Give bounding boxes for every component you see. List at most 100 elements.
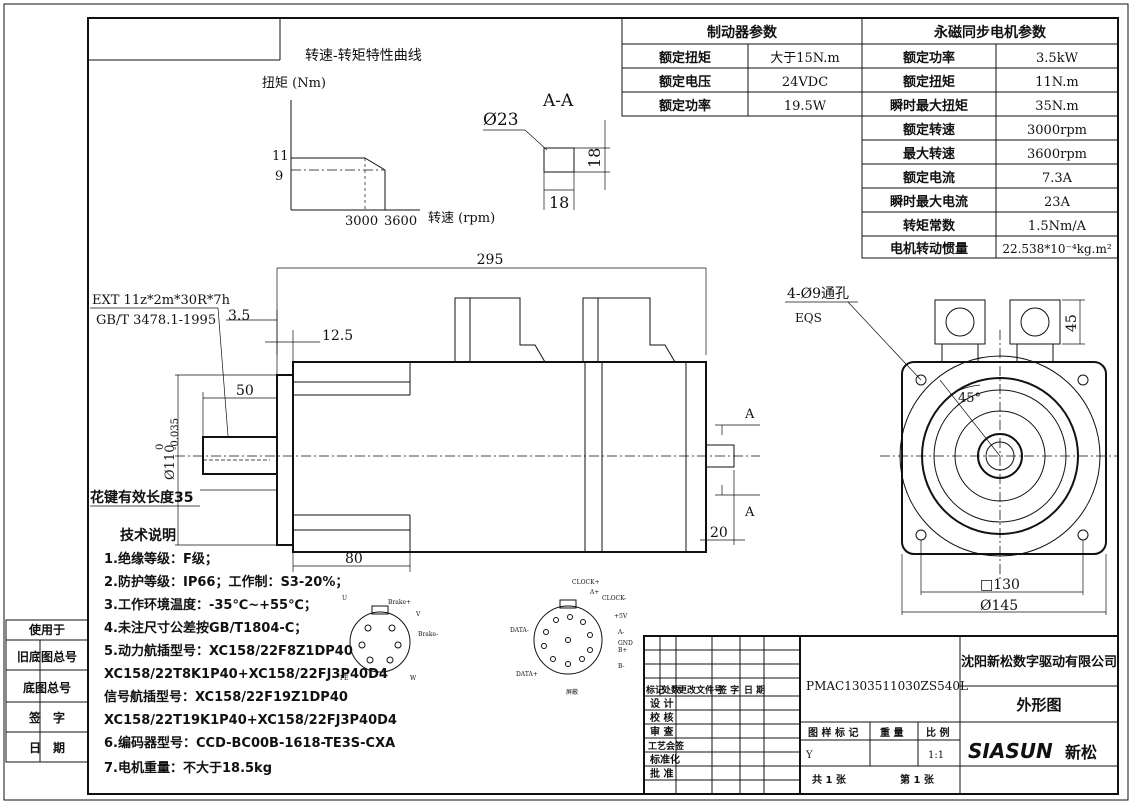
motor-front-view: 45° 45 4-Ø9通孔 EQS □130 Ø145 xyxy=(785,286,1118,615)
flange xyxy=(276,374,294,546)
section-dim-w: 18 xyxy=(549,193,569,212)
pin-label: A- xyxy=(617,629,624,636)
pin-label: A+ xyxy=(589,589,599,596)
tb-scale-label: 比 例 xyxy=(926,726,949,739)
drawing-name: 外形图 xyxy=(1015,696,1061,714)
pin-label: V xyxy=(415,611,421,618)
sheet-inner-border xyxy=(87,17,1119,795)
tb-header: 更改文件号 xyxy=(678,684,723,696)
pin-label: B+ xyxy=(618,647,627,654)
dim-tol-bot: -0.035 xyxy=(170,418,181,450)
stamp-label: 使用于 xyxy=(28,622,65,637)
pin-label: Brake+ xyxy=(388,599,411,606)
mount-hole xyxy=(915,529,927,541)
tb-role: 校 核 xyxy=(650,711,673,724)
note-item: 2.防护等级：IP66；工作制：S3-20%； xyxy=(104,574,348,590)
section-a-a: A-A Ø23 18 18 xyxy=(483,91,610,212)
drawing-number: PMAC1303511030ZS540L xyxy=(806,679,968,693)
dim-3-5: 3.5 xyxy=(228,308,250,324)
dim-20: 20 xyxy=(710,525,728,541)
dim-50: 50 xyxy=(236,383,254,399)
brake-row-label: 额定电压 xyxy=(659,74,711,90)
motor-row-label: 额定功率 xyxy=(903,50,955,66)
dim-12-5: 12.5 xyxy=(322,328,353,344)
motor-row-label: 电机转动惯量 xyxy=(890,241,968,257)
pin xyxy=(567,614,573,620)
signal-connector-side xyxy=(582,297,676,363)
logo-text: SIASUN xyxy=(968,739,1053,763)
dim-length: 295 xyxy=(477,252,504,268)
stamp-label: 签 字 xyxy=(28,710,65,725)
tb-role: 标准化 xyxy=(649,753,680,766)
motor-row-value: 35N.m xyxy=(1035,99,1079,114)
pin-label: W xyxy=(410,675,417,682)
speed-torque-curve: 转速-转矩特性曲线 扭矩 (Nm) 11 9 3000 3600 转速 (rpm… xyxy=(88,18,495,229)
curve-title: 转速-转矩特性曲线 xyxy=(305,48,422,64)
curve-xlabel: 转速 (rpm) xyxy=(428,211,495,226)
pin xyxy=(565,637,571,643)
siasun-logo: SIASUN 新松 xyxy=(968,739,1097,763)
pin xyxy=(366,656,374,664)
note-item: 5.动力航插型号：XC158/22F8Z1DP40 xyxy=(104,643,353,659)
section-hatch xyxy=(543,147,575,173)
tb-sheet-no: 第 1 张 xyxy=(900,773,935,786)
motor-row-label: 额定电流 xyxy=(903,170,955,186)
stamp-label: 日 期 xyxy=(29,740,65,755)
tech-notes: 技术说明 1.绝缘等级：F级； 2.防护等级：IP66；工作制：S3-20%； … xyxy=(104,527,397,776)
motor-row-value: 23A xyxy=(1044,195,1071,210)
dim-tol-top: 0 xyxy=(155,444,166,450)
pin xyxy=(550,656,556,662)
pin-label: CLOCK- xyxy=(602,595,626,602)
pin xyxy=(386,656,394,664)
note-item: XC158/22T19K1P40+XC158/22FJ3P40D4 xyxy=(104,713,397,728)
pin-label: GND xyxy=(618,640,633,647)
pin-label: CLOCK+ xyxy=(572,579,600,586)
pin-label: DATA+ xyxy=(516,671,538,678)
pin xyxy=(541,643,547,649)
x-tick-3600: 3600 xyxy=(384,214,417,229)
pin xyxy=(553,617,559,623)
motor-row-label: 转矩常数 xyxy=(903,218,956,234)
motor-table-title: 永磁同步电机参数 xyxy=(933,24,1047,41)
power-connector-side xyxy=(454,297,546,363)
pin xyxy=(388,624,396,632)
brake-row-value: 24VDC xyxy=(782,75,828,90)
dim-45: 45 xyxy=(1064,314,1080,332)
pin xyxy=(358,641,366,649)
thread-standard: GB/T 3478.1-1995 xyxy=(96,313,216,328)
company-name: 沈阳新松数字驱动有限公司 xyxy=(961,654,1117,670)
curve-ylabel: 扭矩 (Nm) xyxy=(262,76,326,91)
eqs-label: EQS xyxy=(795,311,822,325)
tb-scale-value: 1:1 xyxy=(928,750,944,761)
note-item: 1.绝缘等级：F级； xyxy=(104,551,218,567)
spline-length: 花键有效长度35 xyxy=(90,489,193,506)
motor-row-label: 瞬时最大电流 xyxy=(890,194,968,210)
left-stamp: 使用于 旧底图总号 底图总号 签 字 日 期 xyxy=(5,619,89,763)
dim-angle: 45° xyxy=(958,391,981,406)
mount-hole xyxy=(915,374,927,386)
pin-label: U xyxy=(342,595,347,602)
note-item: 3.工作环境温度：-35℃~+55℃； xyxy=(104,597,317,613)
y-tick-9: 9 xyxy=(275,169,283,184)
pin xyxy=(587,647,593,653)
pin-label: B- xyxy=(618,663,625,670)
pin-label: PE xyxy=(340,675,348,682)
tb-header: 签 字 xyxy=(717,684,739,696)
tb-role: 设 计 xyxy=(650,697,673,710)
power-connector-front xyxy=(934,299,986,345)
tb-header: 处数 xyxy=(661,684,681,696)
section-mark-a-bottom: A xyxy=(744,505,755,520)
stamp-label: 旧底图总号 xyxy=(17,649,77,664)
note-item: XC158/22T8K1P40+XC158/22FJ3P40D4 xyxy=(104,667,388,682)
section-dim-h: 18 xyxy=(585,148,604,168)
brake-table-title: 制动器参数 xyxy=(707,24,778,41)
motor-row-value: 3600rpm xyxy=(1027,147,1087,162)
pin-label: DATA- xyxy=(510,627,529,634)
notes-title: 技术说明 xyxy=(120,527,176,544)
pin-label: Brake- xyxy=(418,631,438,638)
sheet-outer-border xyxy=(3,3,1129,801)
logo-cn: 新松 xyxy=(1065,743,1097,762)
section-label: A-A xyxy=(542,91,574,111)
motor-side-view: 295 3.5 12.5 50 xyxy=(90,252,760,572)
